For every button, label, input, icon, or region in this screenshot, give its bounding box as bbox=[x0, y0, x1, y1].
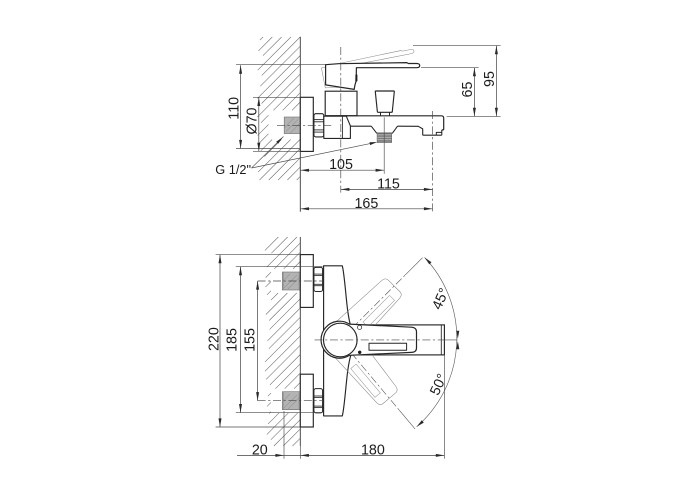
svg-text:180: 180 bbox=[361, 442, 385, 458]
svg-text:Ø70: Ø70 bbox=[245, 107, 261, 134]
svg-text:105: 105 bbox=[329, 157, 353, 173]
svg-text:115: 115 bbox=[377, 176, 400, 192]
svg-text:110: 110 bbox=[226, 97, 242, 120]
svg-text:165: 165 bbox=[354, 196, 378, 212]
svg-text:95: 95 bbox=[482, 71, 498, 87]
svg-text:65: 65 bbox=[460, 82, 476, 98]
svg-text:155: 155 bbox=[243, 328, 259, 352]
svg-text:185: 185 bbox=[225, 328, 241, 352]
svg-text:220: 220 bbox=[206, 327, 222, 351]
svg-text:G 1/2": G 1/2" bbox=[215, 162, 251, 177]
svg-text:20: 20 bbox=[252, 442, 268, 458]
